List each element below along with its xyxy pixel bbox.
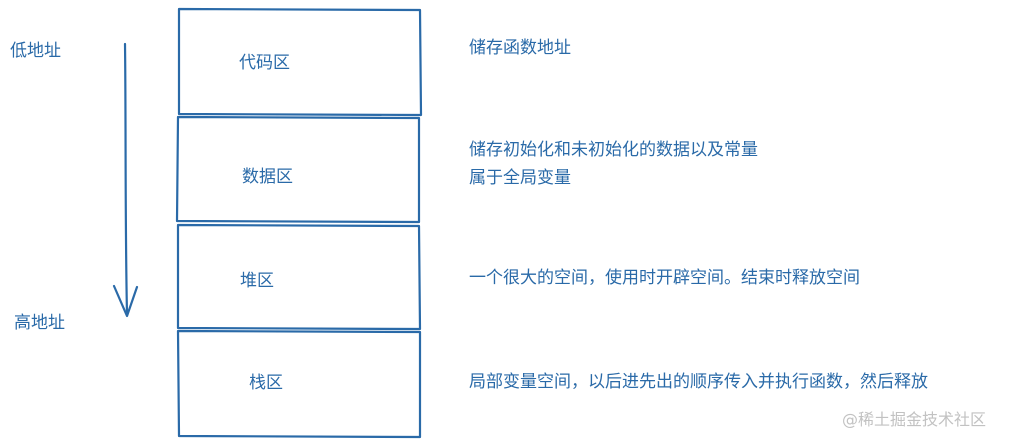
description-line: 一个很大的空间，使用时开辟空间。结束时释放空间: [469, 268, 860, 288]
region-box-heap: [176, 223, 422, 331]
region-name-stack: 栈区: [249, 373, 283, 393]
region-name-data: 数据区: [242, 167, 293, 187]
region-description-stack: 局部变量空间，以后进先出的顺序传入并执行函数，然后释放: [469, 368, 928, 396]
direction-arrow-head: [112, 284, 139, 318]
description-line: 储存函数地址: [469, 38, 571, 58]
region-description-data: 储存初始化和未初始化的数据以及常量 属于全局变量: [469, 136, 758, 192]
region-name-heap: 堆区: [240, 271, 274, 291]
direction-arrow-shaft: [123, 42, 129, 316]
region-description-code: 储存函数地址: [469, 34, 571, 62]
high-address-label: 高地址: [14, 313, 65, 333]
description-line: 储存初始化和未初始化的数据以及常量: [469, 140, 758, 160]
region-name-code: 代码区: [239, 53, 290, 73]
watermark: @稀土掘金技术社区: [842, 410, 987, 429]
description-line: 属于全局变量: [469, 168, 571, 188]
low-address-label: 低地址: [10, 41, 61, 61]
region-box-data: [175, 115, 421, 224]
description-line: 局部变量空间，以后进先出的顺序传入并执行函数，然后释放: [469, 372, 928, 392]
region-box-code: [177, 7, 423, 117]
region-box-stack: [176, 329, 422, 439]
region-description-heap: 一个很大的空间，使用时开辟空间。结束时释放空间: [469, 264, 860, 292]
